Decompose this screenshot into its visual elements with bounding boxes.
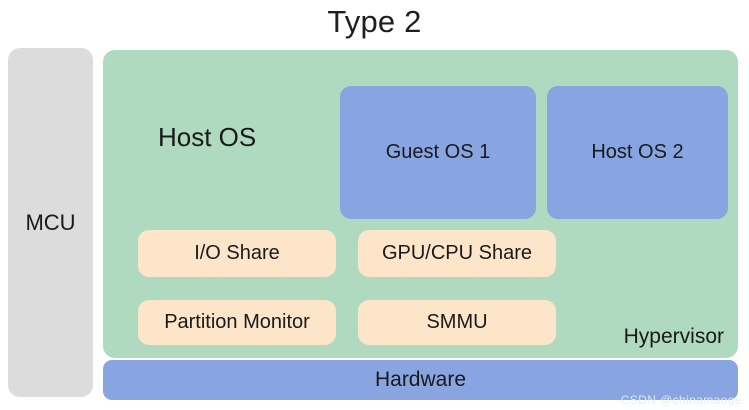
hypervisor-container: Host OS Guest OS 1 Host OS 2 I/O Share G… (103, 50, 738, 358)
service-box-gpu-cpu-share: GPU/CPU Share (358, 230, 556, 277)
mcu-block: MCU (8, 48, 93, 397)
service-box-io-share: I/O Share (138, 230, 336, 277)
os-box-guest-os-1: Guest OS 1 (340, 86, 536, 219)
host-os-label: Host OS (158, 122, 257, 152)
hypervisor-label: Hypervisor (623, 325, 724, 348)
service-box-label: Partition Monitor (164, 311, 310, 333)
service-box-smmu: SMMU (358, 300, 556, 345)
hardware-label: Hardware (374, 368, 467, 391)
os-box-host-os-2: Host OS 2 (547, 86, 728, 219)
mcu-label: MCU (25, 209, 76, 235)
hardware-bar: Hardware (103, 360, 738, 400)
os-box-label: Host OS 2 (591, 141, 684, 163)
service-box-label: GPU/CPU Share (381, 242, 533, 264)
service-box-label: SMMU (426, 311, 488, 333)
service-box-partition-monitor: Partition Monitor (138, 300, 336, 345)
watermark: CSDN @chinamaoge (620, 393, 742, 407)
page-title: Type 2 (327, 4, 422, 39)
os-box-label: Guest OS 1 (385, 141, 491, 163)
service-box-label: I/O Share (194, 242, 280, 264)
